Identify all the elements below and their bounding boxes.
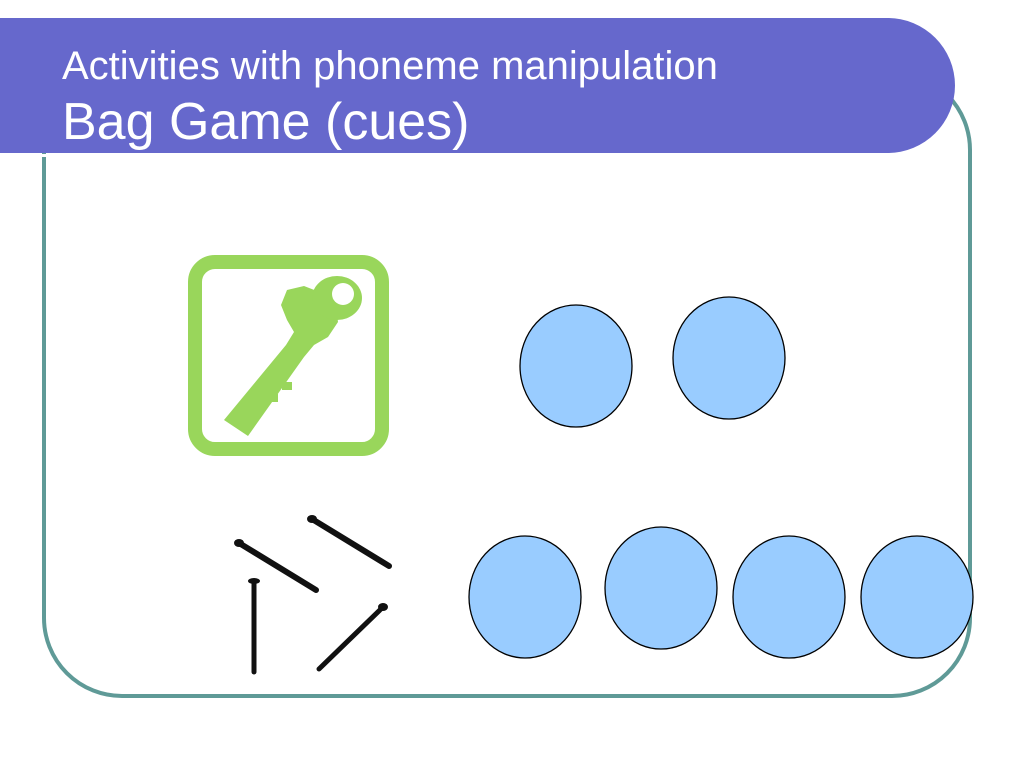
sound-circle [519,304,633,428]
slide-subtitle: Bag Game (cues) [62,93,470,151]
title-block: Activities with phoneme manipulation Bag… [62,40,718,152]
title-banner: Activities with phoneme manipulation Bag… [0,18,955,157]
nails-icon [234,515,392,675]
slide-title: Activities with phoneme manipulation [62,44,718,88]
sound-circle [732,535,846,659]
title-underline [0,154,905,157]
sound-circle [604,526,718,650]
key-icon [188,255,389,456]
sound-circles-nails [468,526,974,659]
sound-circles-key [519,296,786,428]
sound-circle [672,296,786,420]
sound-circle [468,535,582,659]
sound-circle [860,535,974,659]
